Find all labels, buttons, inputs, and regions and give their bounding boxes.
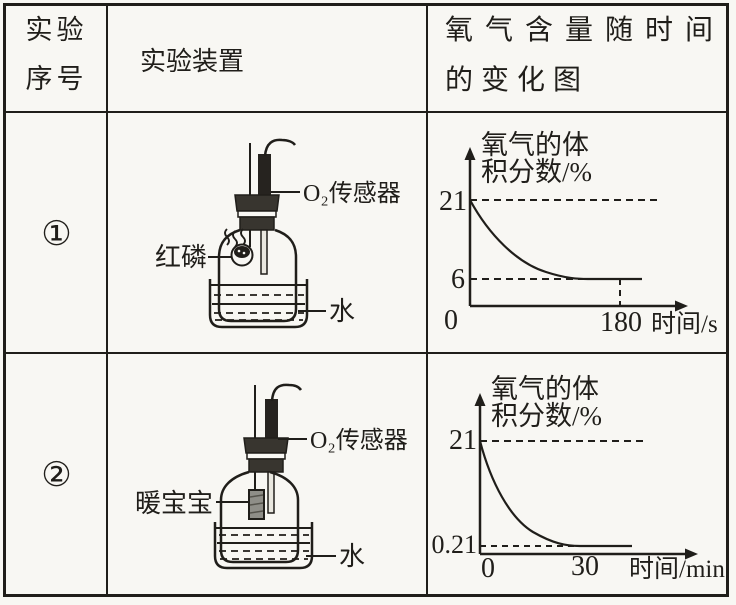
water-dashes (214, 294, 304, 321)
y-tick-21: 21 (449, 425, 477, 456)
smoke-icon (224, 228, 246, 248)
column-divider-1 (106, 6, 108, 594)
water-dashes (219, 534, 309, 560)
sensor-cable (270, 383, 303, 402)
warm-pack-texture (249, 502, 264, 506)
rubber-stopper-bottom (239, 216, 275, 231)
red-phosphorus-sample (234, 246, 250, 258)
water-trough (208, 279, 309, 329)
rubber-stopper-bottom (248, 458, 284, 473)
graph-2-drawing: 氧气的体 积分数/% 21 0.21 0 30 时间/min (432, 374, 726, 584)
experiment-2-apparatus: O₂传感器 暖宝宝 水 (109, 355, 427, 594)
apparatus-2-drawing: O₂传感器 暖宝宝 水 (135, 383, 408, 571)
sensor-probe (260, 229, 268, 275)
rubber-stopper-top (243, 437, 289, 454)
header-graph: 氧气含量随时间 的变化图 (429, 6, 726, 112)
y-tick-021: 0.21 (432, 530, 478, 559)
header-apparatus: 实验装置 (109, 6, 427, 112)
sparkle-dot (237, 249, 241, 253)
experiment-2-number: ② (6, 355, 107, 594)
y-axis-arrow (464, 147, 476, 160)
sparkle-dot (242, 251, 246, 255)
gas-bottle (219, 470, 300, 564)
y-axis-label-line2: 积分数/% (491, 401, 602, 431)
water-label: 水 (329, 297, 355, 326)
x-axis-label: 时间/s (651, 310, 718, 338)
experiment-table: 实验 序号 实验装置 氧气含量随时间 的变化图 ① (3, 3, 729, 597)
x-tick-180: 180 (600, 307, 642, 338)
water-label: 水 (339, 542, 365, 571)
gas-bottle (217, 228, 298, 323)
header-graph-line2: 的变化图 (445, 65, 590, 96)
stopper-ring (246, 452, 286, 460)
header-apparatus-label: 实验装置 (140, 46, 245, 76)
sensor-probe (267, 471, 275, 514)
experiment-2-graph: 氧气的体 积分数/% 21 0.21 0 30 时间/min (429, 355, 726, 594)
oxygen-curve (469, 199, 642, 281)
substance-label: 暖宝宝 (135, 489, 213, 518)
row-divider-1 (6, 111, 726, 113)
x-axis-arrow (675, 300, 688, 312)
y-tick-6: 6 (451, 264, 465, 295)
origin-tick: 0 (444, 305, 458, 336)
y-axis-arrow (474, 393, 486, 406)
substance-label: 红磷 (155, 243, 207, 272)
x-tick-30: 30 (571, 551, 599, 582)
header-experiment-no-line1: 实验 (25, 15, 88, 45)
combustion-spoon (230, 243, 254, 267)
oxygen-sensor-body (265, 399, 278, 440)
experiment-1-apparatus: O₂传感器 红磷 水 (109, 114, 427, 353)
header-experiment-no-line2: 序号 (25, 64, 88, 94)
warm-pack-texture (249, 510, 264, 514)
oxygen-sensor-body (258, 154, 271, 196)
x-axis-label: 时间/min (629, 555, 725, 583)
y-axis-label-line2: 积分数/% (481, 157, 592, 187)
apparatus-1-drawing: O₂传感器 红磷 水 (155, 138, 401, 329)
y-axis-label-line1: 氧气的体 (481, 130, 589, 160)
column-divider-2 (426, 6, 428, 594)
y-tick-21: 21 (439, 186, 467, 217)
experiment-1-graph: 氧气的体 积分数/% 21 6 0 180 时间/s (429, 114, 726, 353)
stopper-ring (237, 210, 277, 218)
origin-tick: 0 (481, 553, 495, 584)
oxygen-curve (478, 440, 632, 548)
graph-1-drawing: 氧气的体 积分数/% 21 6 0 180 时间/s (439, 130, 718, 338)
header-graph-line1: 氧气含量随时间 (445, 15, 726, 46)
sensor-label: O₂传感器 (303, 180, 401, 207)
row-divider-2 (6, 352, 726, 354)
x-axis-arrow (685, 548, 698, 560)
y-axis-label-line1: 氧气的体 (491, 374, 599, 404)
circled-2: ② (41, 454, 72, 495)
sensor-label: O₂传感器 (310, 427, 408, 454)
circled-1: ① (41, 213, 72, 254)
header-experiment-no: 实验 序号 (6, 6, 107, 112)
warm-pack-texture (249, 494, 264, 498)
experiment-1-number: ① (6, 114, 107, 353)
sensor-cable (263, 138, 297, 157)
rubber-stopper-top (234, 194, 280, 212)
water-trough (213, 522, 314, 570)
